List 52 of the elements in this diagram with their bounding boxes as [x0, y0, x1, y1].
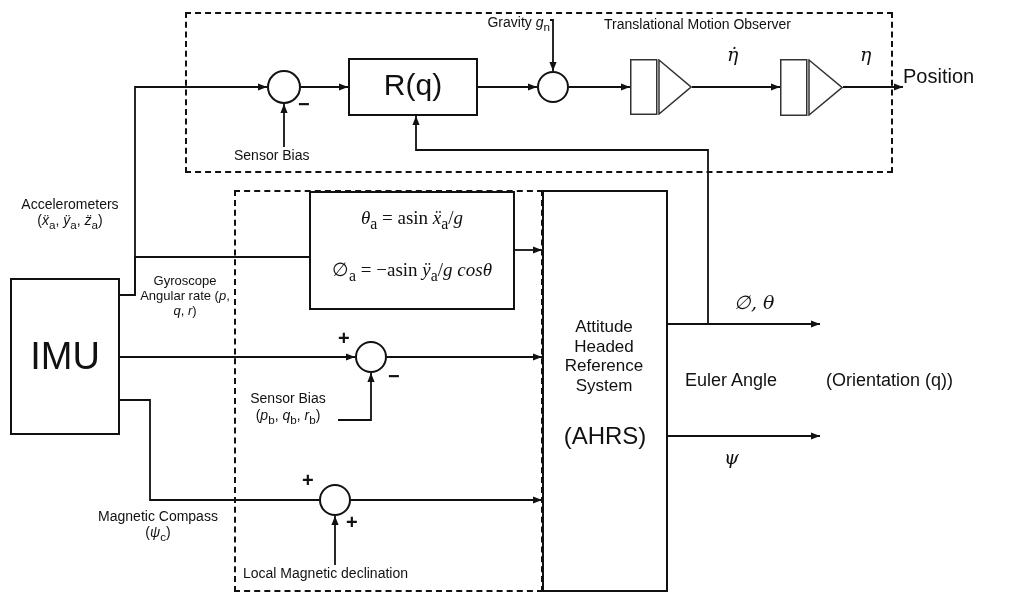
text-label: Gyroscope Angular rate (p, q, r): [140, 274, 230, 319]
arrow: [514, 246, 543, 254]
formula-text: θ$_{a}$ = asin ẍ$_{a}$/g: [359, 207, 465, 233]
arrow: [119, 353, 356, 361]
arrow: [691, 83, 781, 91]
sign-label: +: [338, 328, 350, 348]
group-title: Translational Motion Observer: [604, 16, 792, 33]
arrow: [477, 83, 538, 91]
block-label: IMU: [29, 335, 101, 379]
sign-label: −: [388, 366, 400, 386]
arrow: [331, 515, 339, 566]
text-label: Euler Angle: [685, 370, 779, 391]
text-label: (Orientation (q)): [826, 370, 955, 391]
input-label: Local Magnetic declination: [243, 565, 463, 587]
summing-junction: [537, 71, 569, 103]
arrow: [350, 496, 543, 504]
summing-junction: [355, 341, 387, 373]
process-block: [542, 190, 668, 592]
sign-label: +: [302, 470, 314, 490]
input-label: Gravity g$_{n}$: [452, 14, 550, 36]
arrow: [337, 372, 375, 421]
block-label: (AHRS): [562, 422, 648, 450]
arrow: [568, 83, 631, 91]
arrow: [300, 83, 349, 91]
arrow: [549, 19, 557, 72]
sign-label: −: [298, 94, 310, 114]
summing-junction: [267, 70, 301, 104]
text-label: Accelerometers (ẍ$_{a}$, ÿ$_{a}$, z̈$_{a}$): [20, 196, 120, 232]
input-label: Sensor Bias (p$_{b}$, q$_{b}$, r$_{b}$): [238, 390, 338, 434]
block-label: R(q): [382, 68, 444, 103]
arrow: [667, 432, 821, 440]
observer-group-box: [185, 12, 893, 173]
edge-label: ∅, θ: [732, 292, 777, 314]
integrator-block: [630, 59, 692, 115]
summing-junction: [319, 484, 351, 516]
arrow: [386, 353, 543, 361]
input-label: Position: [903, 64, 998, 92]
process-block: [348, 58, 478, 116]
formula-text: ∅$_{a}$ = −asin ÿ$_{a}$/g cosθ: [331, 259, 493, 285]
input-label: Sensor Bias: [234, 147, 344, 169]
integrator-block: [780, 59, 843, 116]
text-label: Magnetic Compass (ψ$_{c}$): [97, 508, 219, 544]
formula-block: [309, 191, 515, 310]
arrow: [412, 115, 709, 325]
process-block: [10, 278, 120, 435]
arrow: [842, 83, 904, 91]
arrow: [280, 103, 288, 148]
dashed-group-box: [234, 190, 543, 592]
arrow: [667, 320, 821, 328]
edge-label: η̇: [725, 44, 741, 66]
sign-label: +: [346, 512, 358, 532]
block-label: Attitude Headed Reference System: [563, 317, 645, 396]
